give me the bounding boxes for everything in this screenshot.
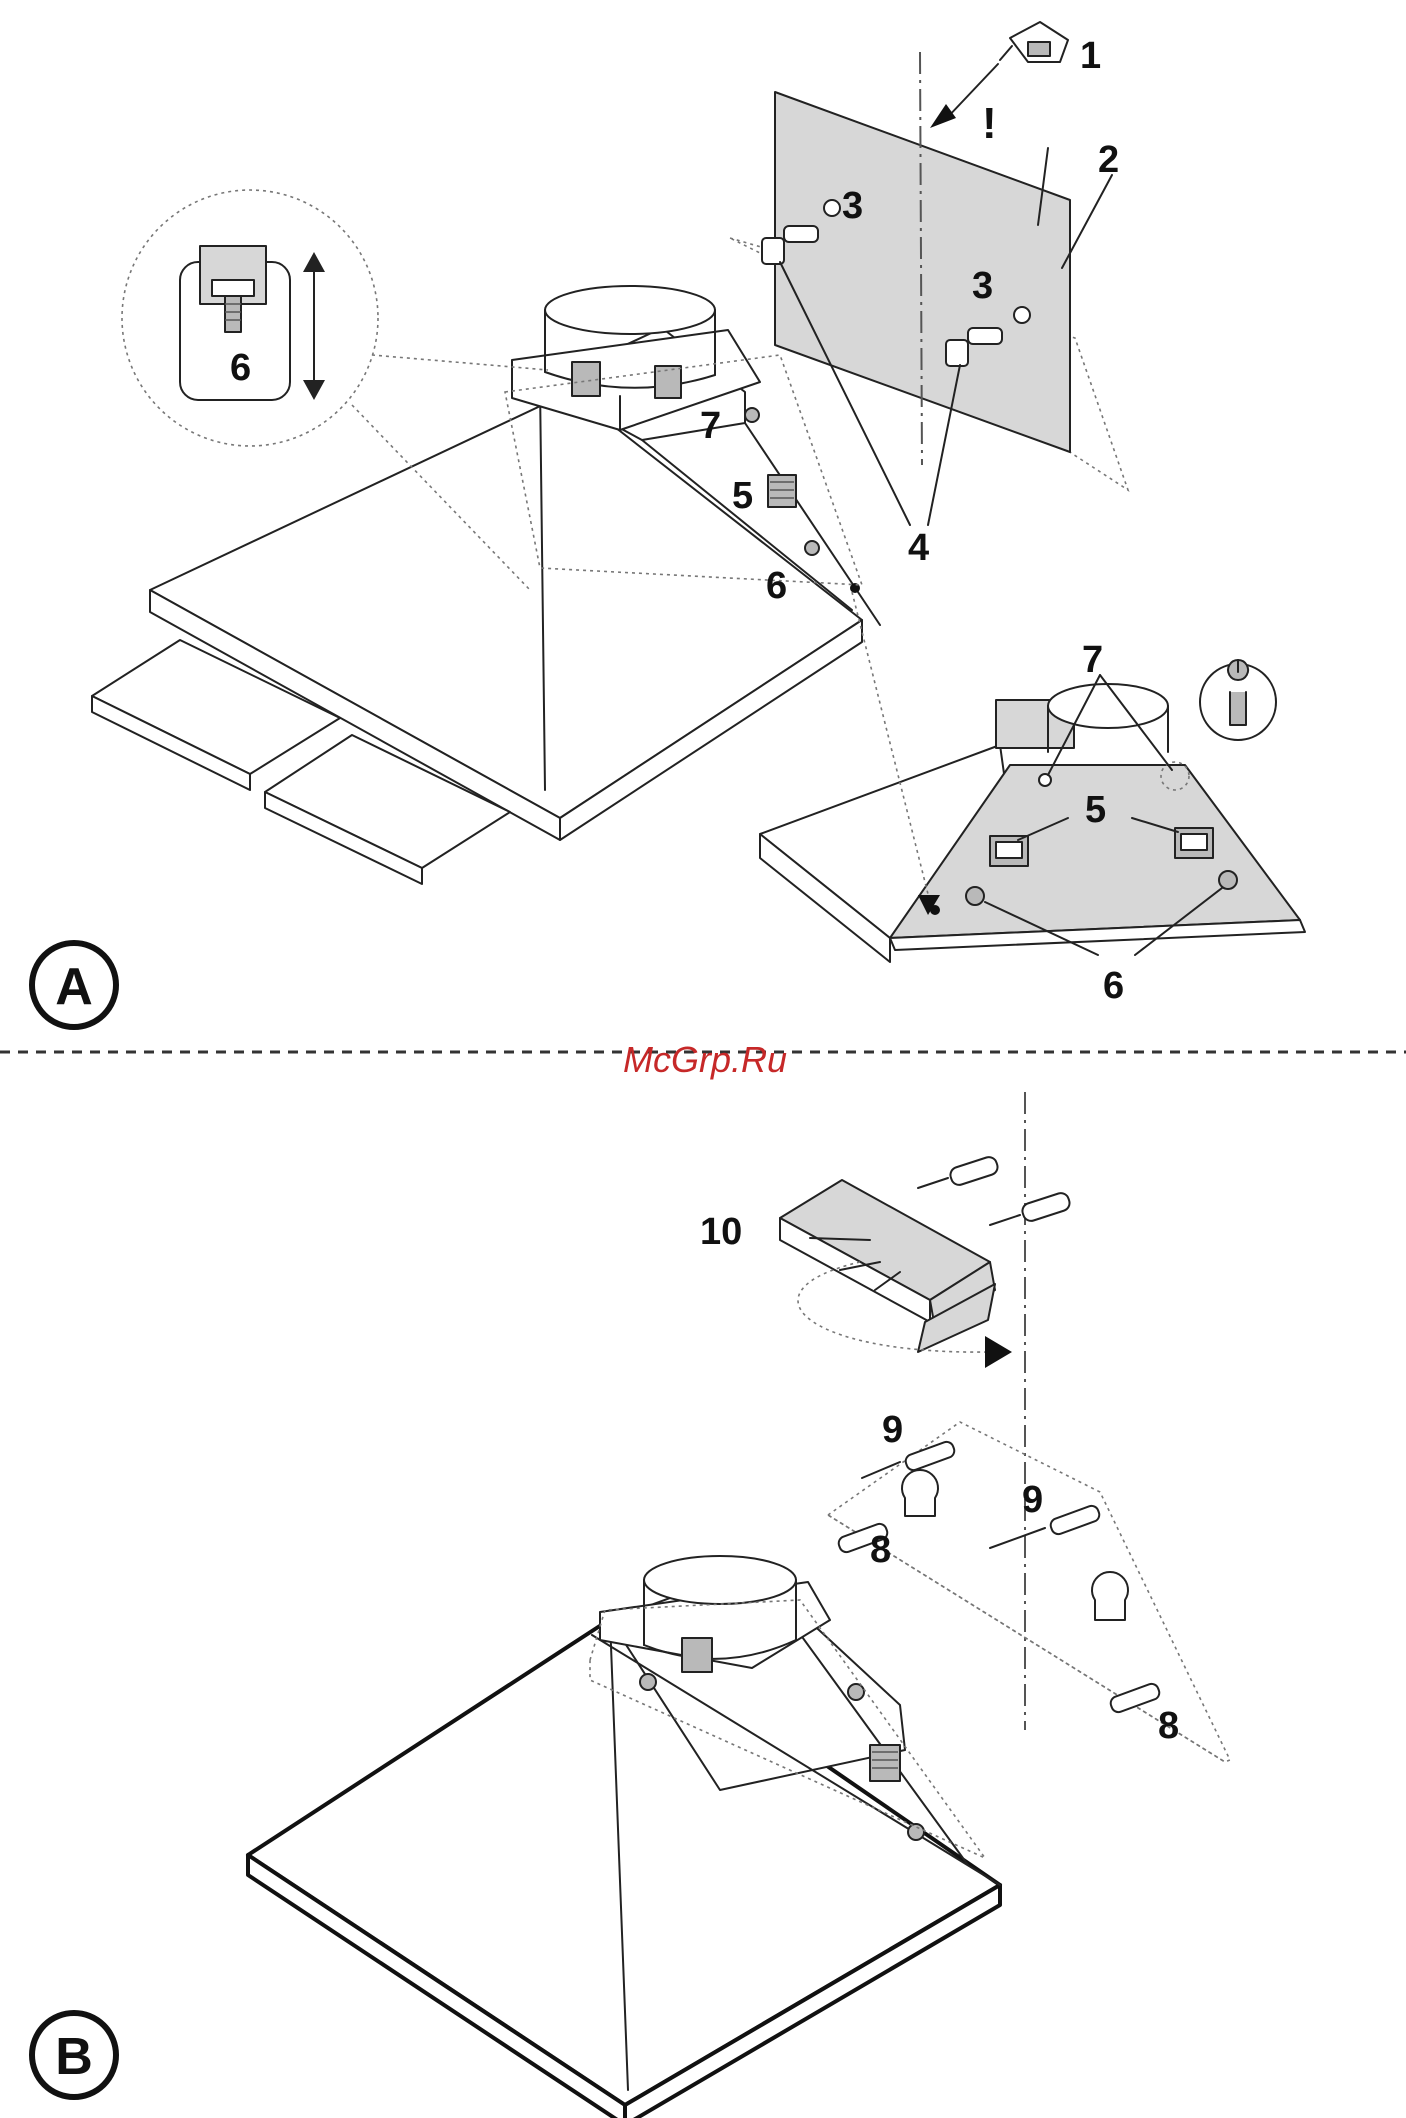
label-exclamation: ! xyxy=(982,99,997,148)
section-b: 10 9 9 8 8 B xyxy=(32,1092,1230,2118)
label-10: 10 xyxy=(700,1211,742,1253)
label-5-bottom: 5 xyxy=(1085,789,1106,831)
label-3b: 3 xyxy=(972,265,993,307)
label-8b: 8 xyxy=(1158,1705,1179,1747)
label-7-top: 7 xyxy=(700,405,721,447)
section-b-badge: B xyxy=(32,2013,116,2097)
wall-bracket xyxy=(780,1180,995,1352)
label-1: 1 xyxy=(1080,35,1101,77)
watermark: McGrp.Ru xyxy=(623,1039,787,1080)
label-6-top: 6 xyxy=(766,565,787,607)
label-9a: 9 xyxy=(882,1409,903,1451)
label-9b: 9 xyxy=(1022,1479,1043,1521)
bracket-fixings xyxy=(918,1155,1072,1225)
label-7-bottom: 7 xyxy=(1082,639,1103,681)
section-a-badge: A xyxy=(32,943,116,1027)
hood-rear-view xyxy=(760,660,1305,962)
pencil-marker-icon xyxy=(930,22,1068,128)
label-6-bottom: 6 xyxy=(1103,965,1124,1007)
label-4: 4 xyxy=(908,527,929,569)
label-8a: 8 xyxy=(870,1529,891,1571)
section-a: 1 ! 2 3 3 4 6 7 5 6 7 5 6 A xyxy=(32,22,1305,1027)
hood-b xyxy=(248,1556,1000,2118)
label-3a: 3 xyxy=(842,185,863,227)
section-b-letter: B xyxy=(55,2028,93,2086)
label-6-zoom: 6 xyxy=(230,347,251,389)
section-a-letter: A xyxy=(55,958,93,1016)
wall-template-panel xyxy=(730,52,1128,525)
label-5-top: 5 xyxy=(732,475,753,517)
label-2: 2 xyxy=(1098,139,1119,181)
